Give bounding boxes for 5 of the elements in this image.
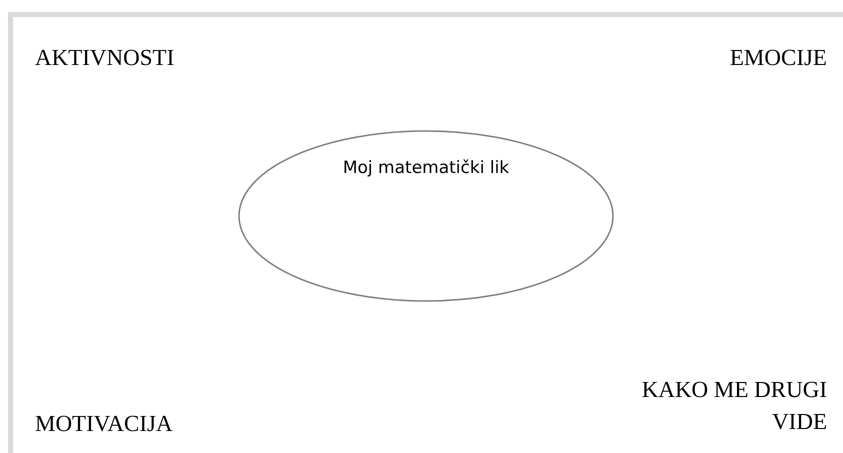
shape-label: Moj matematički lik	[342, 158, 510, 178]
corner-label: MOTIVACIJA	[35, 410, 173, 438]
corner-label: AKTIVNOSTI	[35, 44, 174, 72]
corner-label: EMOCIJE	[728, 44, 827, 72]
corner-label: KAKO ME DRUGI VIDE	[640, 376, 827, 436]
